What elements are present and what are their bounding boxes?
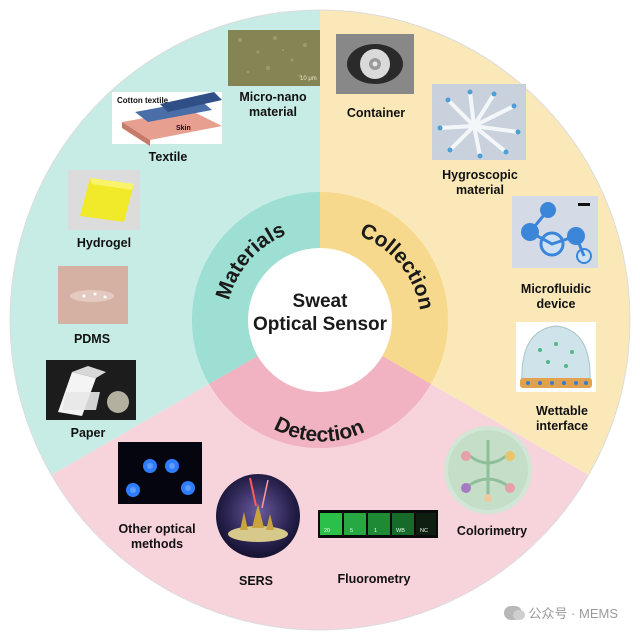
pdms-image: [58, 266, 128, 324]
svg-text:5: 5: [350, 528, 353, 534]
textile-label: Textile: [148, 150, 188, 164]
colorimetry-image: [444, 426, 532, 514]
svg-text:1: 1: [374, 528, 377, 534]
microfluidic-device-image: [512, 196, 598, 268]
svg-text:Skin: Skin: [176, 125, 191, 132]
hydrogel-image: [68, 170, 140, 230]
center-title-line2: Optical Sensor: [252, 314, 388, 335]
fluorometry-image: 20 5 1 WB NC: [318, 510, 438, 538]
sers-image: [216, 474, 300, 558]
svg-text:NC: NC: [420, 528, 428, 534]
hydrogel-label: Hydrogel: [76, 236, 132, 250]
paper-image: [46, 360, 136, 420]
center-title-line1: Sweat: [292, 291, 348, 312]
detection-sector: [51, 320, 589, 631]
container-label: Container: [346, 106, 406, 120]
outer-border: [9, 9, 631, 631]
watermark-text: 公众号 · MEMS: [528, 606, 618, 621]
hygroscopic-material-image: [432, 84, 526, 160]
svg-text:WB: WB: [396, 528, 405, 534]
colorimetry-label: Colorimetry: [456, 524, 528, 538]
wettable-interface-image: [516, 322, 596, 392]
watermark: 公众号 · MEMS: [504, 603, 618, 622]
sers-label: SERS: [238, 574, 274, 588]
micro-nano-material-image: 10 μm: [228, 30, 320, 86]
svg-text:10 μm: 10 μm: [300, 76, 317, 82]
other-optical-methods-image: [118, 442, 202, 504]
fluorometry-label: Fluorometry: [337, 572, 411, 586]
center-circle: [248, 248, 392, 392]
center-title: Sweat Optical Sensor: [253, 290, 387, 336]
container-image: [336, 34, 414, 94]
paper-label: Paper: [70, 426, 106, 440]
wechat-icon: [504, 605, 526, 620]
pdms-label: PDMS: [73, 332, 111, 346]
textile-image: Cotton textile Skin: [112, 92, 222, 146]
svg-text:Cotton textile: Cotton textile: [117, 96, 169, 105]
svg-text:20: 20: [324, 528, 330, 534]
